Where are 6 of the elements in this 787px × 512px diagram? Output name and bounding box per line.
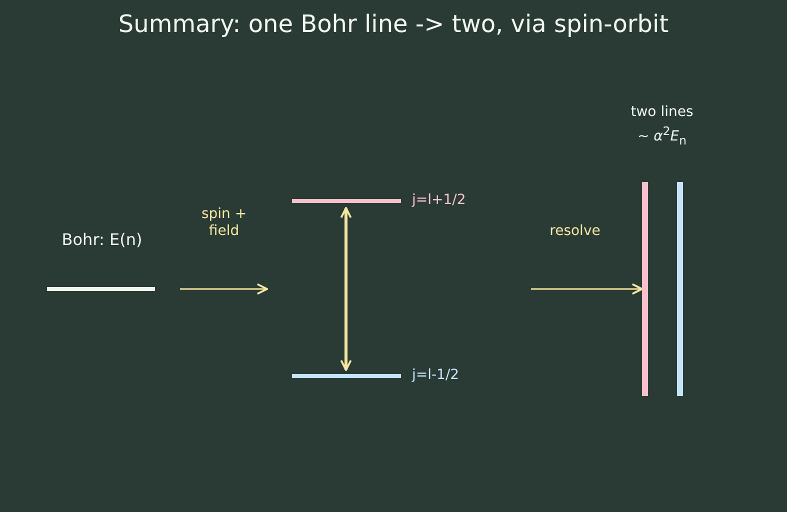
level-label: j=l-1/2: [412, 367, 460, 383]
annotation-text: ~ α$^{2}$E$_{n}$: [636, 124, 688, 148]
annotation-text: two lines: [630, 104, 694, 120]
level-label: Bohr: E(n): [60, 230, 144, 249]
level-label: j=l+1/2: [412, 192, 466, 208]
title: Summary: one Bohr line -> two, via spin-orbit: [117, 10, 670, 38]
